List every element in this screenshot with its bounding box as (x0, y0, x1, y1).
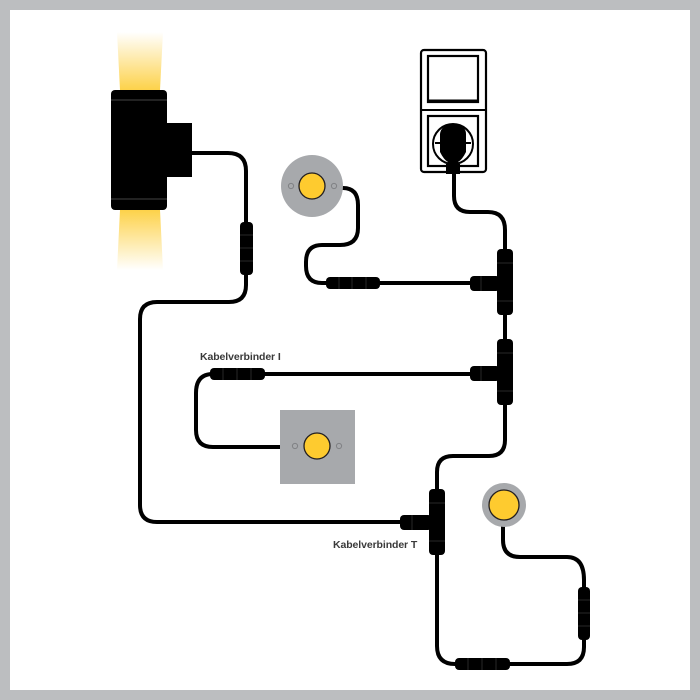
cable-socket (452, 170, 507, 254)
socket-icon (419, 48, 488, 174)
cable-square-spot (194, 372, 476, 449)
cable-lamp (138, 151, 407, 524)
t-connector-segment-lines (411, 262, 513, 542)
round-spot-icon (482, 483, 526, 527)
square-spot-icon (280, 410, 355, 484)
connector-segment-lines (222, 234, 590, 670)
label-kabelverbinder-i: Kabelverbinder I (200, 351, 281, 363)
label-kabelverbinder-t: Kabelverbinder T (333, 539, 418, 551)
cable-t2-t3 (435, 400, 507, 494)
t-connector-icon (400, 249, 513, 555)
round-spot-icon (281, 155, 343, 217)
cable-spot-top (304, 186, 474, 285)
cables (138, 151, 586, 666)
cable-bottom-loop (435, 524, 586, 666)
wall-lamp-icon (111, 32, 192, 270)
